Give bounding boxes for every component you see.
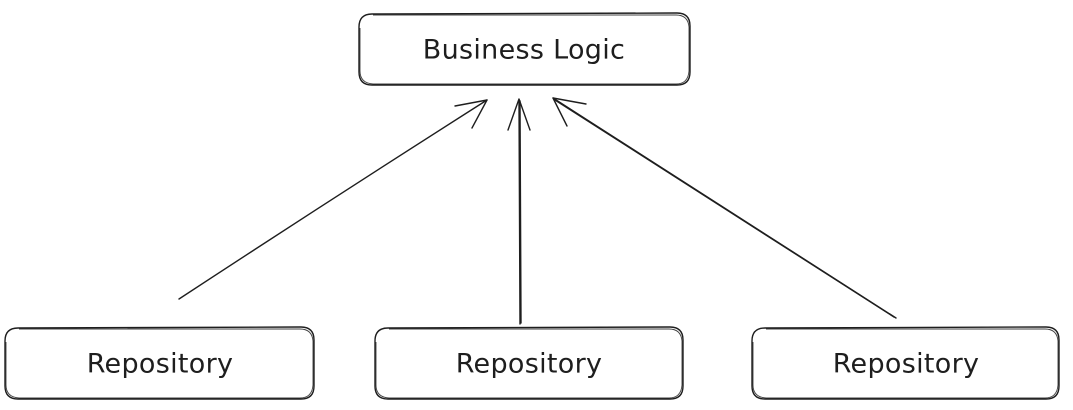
repository-box-1-sketch [5, 328, 314, 399]
repository-node-1[interactable]: Repository [4, 326, 315, 400]
repository-box-1 [4, 326, 315, 400]
repository-label-2: Repository [456, 349, 603, 380]
arrow-line-2b [519, 100, 522, 324]
repository-box-3 [751, 326, 1060, 400]
arrow-head-1 [454, 99, 488, 129]
arrow-repository-3-to-business-logic [552, 97, 897, 319]
arrow-line-3b [554, 99, 895, 318]
business-logic-label: Business Logic [423, 35, 625, 66]
arrow-line-1 [178, 99, 488, 300]
repository-box-3-sketch [752, 328, 1059, 399]
arrow-line-2 [518, 99, 521, 325]
repository-node-2[interactable]: Repository [374, 326, 684, 400]
repository-label-1: Repository [87, 349, 234, 380]
business-logic-box-sketch [359, 14, 690, 85]
business-logic-node[interactable]: Business Logic [358, 12, 691, 86]
business-logic-box [358, 12, 691, 86]
arrow-repository-2-to-business-logic [507, 98, 531, 325]
arrow-repository-1-to-business-logic [178, 99, 488, 300]
repository-node-3[interactable]: Repository [751, 326, 1060, 400]
repository-label-3: Repository [833, 349, 980, 380]
repository-box-2-sketch [375, 328, 683, 399]
arrow-head-3 [552, 97, 587, 127]
arrow-head-2 [507, 98, 531, 131]
repository-box-2 [374, 326, 684, 400]
